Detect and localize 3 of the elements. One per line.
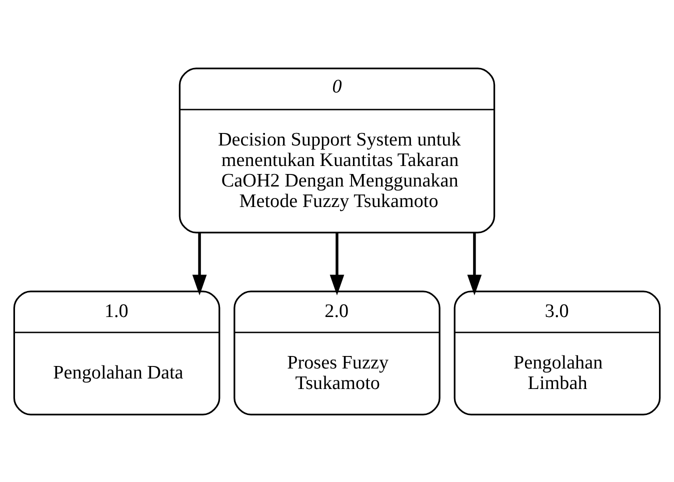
arrow	[330, 232, 344, 295]
arrow	[467, 232, 482, 295]
arrow	[192, 232, 207, 295]
